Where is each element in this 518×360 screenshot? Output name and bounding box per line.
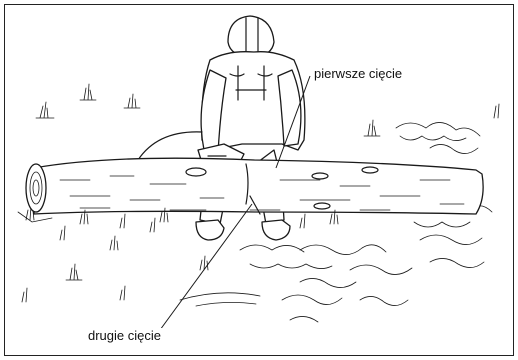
first-cut-label: pierwsze cięcie: [312, 66, 404, 81]
second-cut-label: drugie cięcie: [86, 328, 163, 343]
log: [26, 158, 483, 214]
